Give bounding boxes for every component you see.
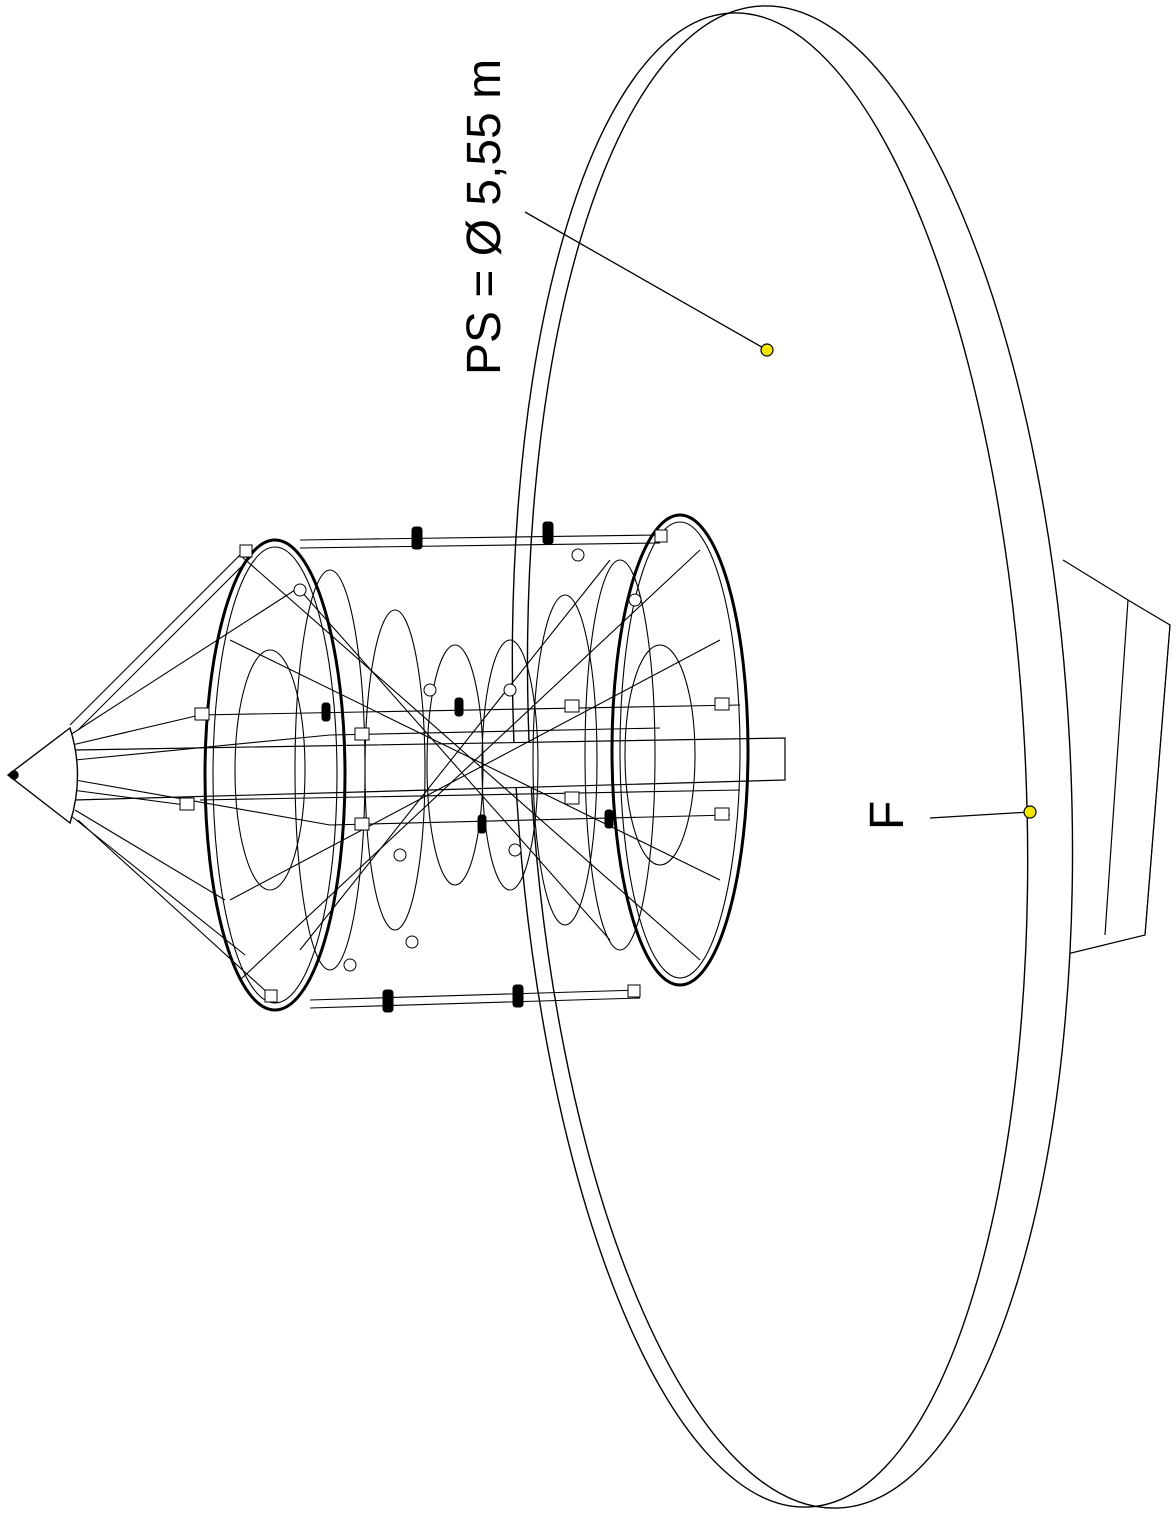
- safety-zone-marker-icon: [760, 343, 774, 357]
- top-cables: [69, 549, 331, 996]
- safety-zone-label: PS = Ø 5,55 m: [458, 59, 511, 375]
- rope-net: [199, 513, 750, 1012]
- free-fall-label: F: [861, 801, 914, 830]
- free-fall-marker-icon: [1023, 805, 1037, 819]
- base-box: [1062, 559, 1171, 956]
- free-fall-leader: [929, 811, 1031, 819]
- leader-lines: [524, 211, 1031, 819]
- connector-clamps: [179, 521, 730, 1013]
- top-cap: [6, 726, 79, 825]
- markers: [760, 343, 1037, 819]
- safety-zone-leader: [524, 211, 768, 351]
